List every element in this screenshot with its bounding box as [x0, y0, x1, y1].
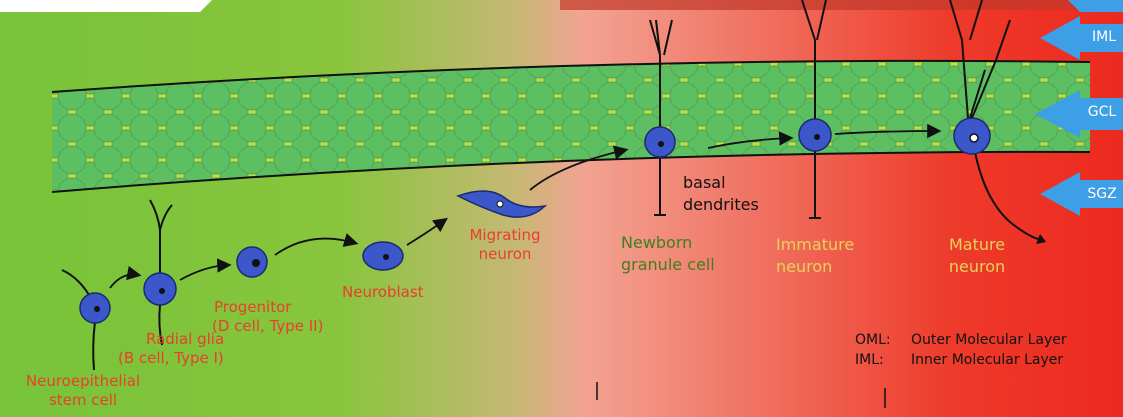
label-neuroepithelial: Neuroepithelial stem cell — [8, 372, 158, 410]
label-progenitor: Progenitor (D cell, Type II) — [212, 298, 323, 336]
label-migrating: Migrating neuron — [455, 226, 555, 264]
label-basal-dendrites: basal dendrites — [683, 172, 759, 216]
legend-row-oml: OML:Outer Molecular Layer — [855, 330, 1067, 350]
top-left-box — [0, 0, 212, 12]
legend: OML:Outer Molecular Layer IML:Inner Mole… — [855, 330, 1067, 370]
label-gcl: GCL — [1072, 104, 1123, 120]
label-sgz: SGZ — [1072, 186, 1123, 202]
neuroblast-cell — [363, 242, 403, 270]
label-immature: Immature neuron — [776, 234, 854, 278]
label-mature: Mature neuron — [937, 234, 1017, 278]
legend-row-iml: IML:Inner Molecular Layer — [855, 350, 1067, 370]
top-dark-bar — [560, 0, 1080, 10]
label-radial-glia: Radial glia (B cell, Type I) — [118, 330, 224, 368]
progenitor-cell — [237, 247, 267, 277]
label-neuroblast: Neuroblast — [342, 283, 424, 302]
label-newborn: Newborn granule cell — [613, 232, 743, 276]
label-iml: IML — [1074, 29, 1123, 45]
